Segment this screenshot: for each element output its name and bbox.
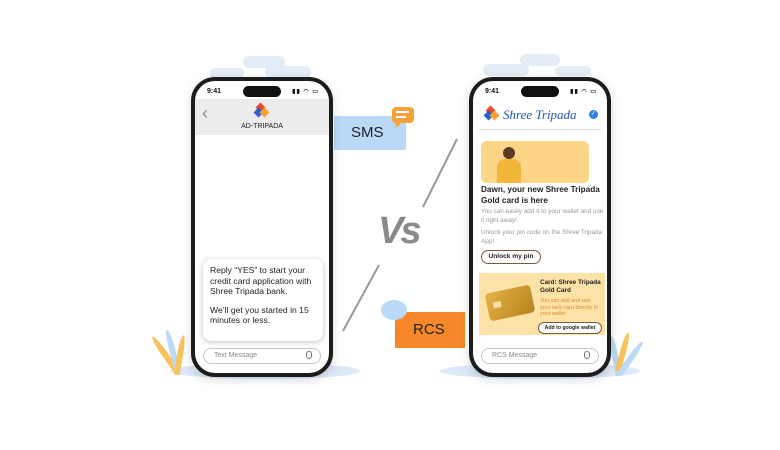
status-time: 9:41 <box>485 88 500 95</box>
status-bar: 9:41 ▮▮ ◠ ▭ <box>473 85 607 99</box>
brand-name: Shree Tripada <box>503 107 577 122</box>
rcs-label <box>395 312 465 348</box>
card-title: Dawn, your new Shree Tripada Gold card i… <box>481 185 600 205</box>
unlock-pin-button[interactable]: Unlock my pin <box>481 250 541 264</box>
cloud-decoration <box>210 68 244 78</box>
cloud-decoration <box>520 54 560 66</box>
sms-message-text: We’ll get you started in 15 minutes or l… <box>210 304 309 326</box>
hero-image <box>481 141 589 183</box>
input-placeholder: Text Message <box>214 352 258 359</box>
signal-icons: ▮▮ ◠ ▭ <box>570 89 597 95</box>
cloud-decoration <box>483 64 529 76</box>
credit-card-image <box>484 284 536 322</box>
signal-icons: ▮▮ ◠ ▭ <box>292 89 319 95</box>
sms-message-text: Reply “YES” to start your credit card ap… <box>210 265 312 296</box>
microphone-icon[interactable] <box>584 351 590 359</box>
status-time: 9:41 <box>207 88 222 95</box>
sms-label-text: SMS <box>351 124 384 141</box>
chat-bubble-icon <box>392 107 414 128</box>
dynamic-island <box>521 86 559 97</box>
divider-line <box>342 138 458 332</box>
rcs-message-input[interactable]: RCS Message <box>481 348 599 364</box>
promo-text: You can add and use your new card direct… <box>540 298 599 317</box>
microphone-icon[interactable] <box>306 351 312 359</box>
card-text: You can easily add it to your wallet and… <box>481 208 604 224</box>
text-message-input[interactable]: Text Message <box>203 348 321 364</box>
vs-text: Vs <box>378 210 422 252</box>
chat-bubble-icon <box>381 300 407 320</box>
cloud-decoration <box>243 56 285 68</box>
cloud-decoration <box>265 66 311 78</box>
card-text: Unlock your pin code on the Shree Tripad… <box>481 229 603 245</box>
promo-title: Card: Shree Tripada Gold Card <box>540 279 601 294</box>
cloud-decoration <box>555 66 591 76</box>
header-divider <box>479 129 601 130</box>
tripada-logo-icon <box>483 105 500 121</box>
rcs-phone: 9:41 ▮▮ ◠ ▭ Shree Tripada ✓ Dawn, your n… <box>469 77 611 377</box>
leaves-decoration <box>150 325 195 376</box>
tripada-logo-icon <box>253 102 270 118</box>
sender-name: AD-TRIPADA <box>241 123 283 130</box>
dynamic-island <box>243 86 281 97</box>
sms-phone: 9:41 ▮▮ ◠ ▭ ‹ AD-TRIPADA Reply “YES” to … <box>191 77 333 377</box>
status-bar: 9:41 ▮▮ ◠ ▭ <box>195 85 329 99</box>
back-chevron-icon[interactable]: ‹ <box>202 103 208 123</box>
verified-badge-icon: ✓ <box>589 110 598 119</box>
rcs-label-text: RCS <box>413 321 445 338</box>
sms-message-bubble: Reply “YES” to start your credit card ap… <box>203 259 323 341</box>
input-placeholder: RCS Message <box>492 352 538 359</box>
add-to-wallet-button[interactable]: Add to google wallet <box>538 322 602 334</box>
